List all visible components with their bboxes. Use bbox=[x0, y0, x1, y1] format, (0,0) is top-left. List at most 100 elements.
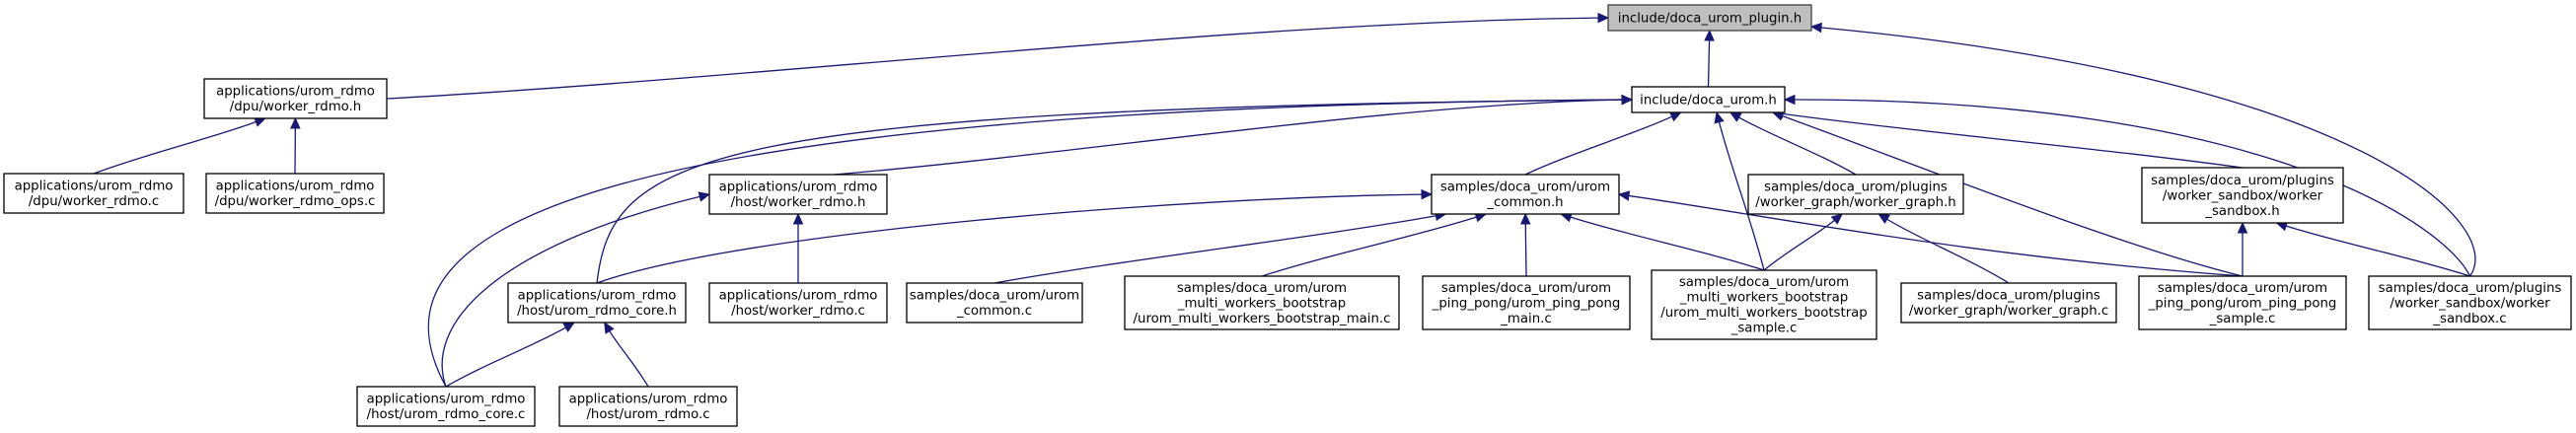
arrowhead-icon bbox=[2237, 221, 2248, 234]
graph-node-worker-sandbox-c[interactable]: samples/doca_urom/plugins/worker_sandbox… bbox=[2368, 275, 2572, 330]
arrowhead-icon bbox=[604, 321, 615, 334]
edge-line bbox=[93, 120, 258, 175]
node-label-line: samples/doca_urom/urom bbox=[1177, 281, 1347, 296]
node-box bbox=[1124, 275, 1400, 330]
graph-node-dpu-worker-ops-c[interactable]: applications/urom_rdmo/dpu/worker_rdmo_o… bbox=[205, 173, 385, 214]
graph-node-dpu-worker-c[interactable]: applications/urom_rdmo/dpu/worker_rdmo.c bbox=[3, 173, 184, 214]
arrowhead-icon bbox=[1668, 111, 1682, 122]
dependency-edge-worker_graph_h-to-doca_urom_h bbox=[1729, 111, 1857, 176]
dependency-edge-host_core_h-to-urom_common_h bbox=[596, 188, 1434, 284]
dependency-edge-worker_sandbox_c-to-worker_sandbox_h bbox=[2275, 221, 2470, 277]
node-label-line: samples/doca_urom/plugins bbox=[2379, 281, 2562, 296]
node-label-line: /worker_graph/worker_graph.c bbox=[1909, 304, 2108, 319]
edge-line bbox=[1781, 112, 2244, 169]
dependency-edge-pp_sample_c-to-urom_common_h bbox=[1617, 190, 2244, 277]
node-label-line: applications/urom_rdmo bbox=[569, 393, 728, 407]
node-box bbox=[1431, 174, 1620, 215]
node-label-line: _sandbox.h bbox=[2204, 204, 2279, 219]
node-box bbox=[203, 78, 388, 119]
graph-node-mwb-main-c[interactable]: samples/doca_urom/urom_multi_workers_boo… bbox=[1124, 275, 1400, 330]
dependency-edge-pp_sample_c-to-worker_sandbox_h bbox=[2237, 221, 2248, 276]
node-label-line: samples/doca_urom/plugins bbox=[1764, 180, 1948, 195]
arrowhead-icon bbox=[290, 116, 301, 129]
graph-node-host-rdmo-c[interactable]: applications/urom_rdmo/host/urom_rdmo.c bbox=[558, 386, 738, 427]
arrowhead-icon bbox=[562, 322, 576, 332]
dependency-edge-mwb_sample_c-to-urom_common_h bbox=[1560, 212, 1765, 271]
graph-node-pp-main-c[interactable]: samples/doca_urom/urom_ping_pong/urom_pi… bbox=[1422, 275, 1631, 330]
node-label-line: samples/doca_urom/urom bbox=[2158, 281, 2327, 296]
graph-node-urom-common-h[interactable]: samples/doca_urom/urom_common.h bbox=[1431, 174, 1620, 215]
graph-node-pp-sample-c[interactable]: samples/doca_urom/urom_ping_pong/urom_pi… bbox=[2138, 275, 2347, 330]
node-label-line: /worker_sandbox/worker bbox=[2390, 296, 2550, 311]
graph-node-host-worker-c[interactable]: applications/urom_rdmo/host/worker_rdmo.… bbox=[708, 282, 888, 324]
graph-node-worker-graph-c[interactable]: samples/doca_urom/plugins/worker_graph/w… bbox=[1900, 282, 2117, 324]
graph-node-dpu-worker-h[interactable]: applications/urom_rdmo/dpu/worker_rdmo.h bbox=[203, 78, 388, 119]
node-label-line: /host/urom_rdmo_core.c bbox=[367, 407, 526, 422]
edge-line bbox=[1261, 216, 1478, 277]
node-box bbox=[356, 386, 536, 427]
dependency-edge-host_core_c-to-host_worker_h bbox=[441, 191, 711, 388]
node-label-line: applications/urom_rdmo bbox=[367, 393, 526, 407]
node-label-line: /host/urom_rdmo.c bbox=[586, 407, 709, 422]
edge-line bbox=[1718, 120, 1765, 271]
node-label-line: _sandbox.c bbox=[2432, 312, 2506, 326]
graph-node-host-core-h[interactable]: applications/urom_rdmo/host/urom_rdmo_co… bbox=[507, 282, 687, 324]
dependency-edge-urom_common_h-to-doca_urom_h bbox=[1524, 111, 1682, 176]
dependency-edge-doca_urom_h-to-plugin_h bbox=[1704, 29, 1715, 88]
graph-node-host-worker-h[interactable]: applications/urom_rdmo/host/worker_rdmo.… bbox=[708, 174, 888, 215]
nodes-layer: include/doca_urom_plugin.h applications/u… bbox=[3, 4, 2572, 427]
node-box bbox=[1631, 86, 1786, 113]
node-label-line: applications/urom_rdmo bbox=[15, 180, 174, 194]
node-label-line: samples/doca_urom/urom bbox=[1679, 275, 1849, 290]
edge-line bbox=[1819, 27, 2476, 277]
node-box bbox=[1900, 282, 2117, 324]
arrowhead-icon bbox=[1704, 29, 1715, 41]
node-box bbox=[205, 173, 385, 214]
node-label-line: /dpu/worker_rdmo_ops.c bbox=[215, 194, 376, 209]
node-label-line: _ping_pong/urom_ping_pong bbox=[1432, 296, 1621, 311]
graph-node-worker-graph-h[interactable]: samples/doca_urom/plugins/worker_graph/w… bbox=[1747, 174, 1964, 215]
edge-line bbox=[1737, 115, 1857, 176]
node-label-line: include/doca_urom_plugin.h bbox=[1618, 11, 1802, 26]
dependency-edge-mwb_main_c-to-urom_common_h bbox=[1261, 212, 1488, 277]
edge-line bbox=[596, 99, 1624, 284]
edge-line bbox=[1763, 219, 1836, 271]
dependency-edge-dpu_worker_c-to-dpu_worker_h bbox=[93, 116, 266, 175]
node-label-line: samples/doca_urom/plugins bbox=[1917, 289, 2100, 304]
graph-node-doca-urom-h[interactable]: include/doca_urom.h bbox=[1631, 86, 1786, 113]
node-label-line: /host/urom_rdmo_core.h bbox=[517, 304, 677, 319]
dependency-edge-pp_main_c-to-urom_common_h bbox=[1519, 212, 1531, 277]
node-label-line: /urom_multi_workers_bootstrap bbox=[1660, 306, 1868, 321]
edge-line bbox=[1524, 115, 1673, 176]
edge-line bbox=[1707, 38, 1711, 88]
dependency-edge-urom_common_c-to-urom_common_h bbox=[994, 210, 1447, 284]
dependency-edge-host_rdmo_c-to-host_core_h bbox=[604, 321, 649, 388]
graph-node-worker-sandbox-h[interactable]: samples/doca_urom/plugins/worker_sandbox… bbox=[2141, 167, 2344, 224]
node-label-line: _sample.c bbox=[2209, 312, 2276, 326]
node-box bbox=[2141, 167, 2344, 224]
arrowhead-icon bbox=[1830, 213, 1843, 225]
edge-line bbox=[596, 193, 1424, 284]
node-label-line: applications/urom_rdmo bbox=[518, 289, 677, 304]
node-label-line: applications/urom_rdmo bbox=[719, 180, 878, 195]
node-label-line: samples/doca_urom/urom bbox=[1440, 180, 1610, 195]
arrowhead-icon bbox=[1421, 188, 1434, 200]
arrowhead-icon bbox=[1519, 212, 1531, 225]
node-label-line: samples/doca_urom/urom bbox=[910, 289, 1079, 304]
arrowhead-icon bbox=[1729, 111, 1742, 122]
node-box bbox=[708, 282, 888, 324]
graph-node-urom-common-c[interactable]: samples/doca_urom/urom_common.c bbox=[906, 282, 1083, 324]
node-label-line: _main.c bbox=[1500, 312, 1551, 326]
dependency-edge-worker_sandbox_c-to-plugin_h bbox=[1809, 22, 2476, 277]
node-label-line: _common.c bbox=[956, 304, 1032, 319]
edge-line bbox=[386, 17, 1600, 100]
edge-line bbox=[994, 214, 1437, 284]
arrowhead-icon bbox=[1597, 12, 1610, 24]
graph-node-mwb-sample-c[interactable]: samples/doca_urom/urom_multi_workers_boo… bbox=[1651, 269, 1877, 340]
dependency-edge-host_core_c-to-doca_urom_h bbox=[427, 94, 1634, 388]
edge-line bbox=[441, 195, 701, 388]
graph-node-host-core-c[interactable]: applications/urom_rdmo/host/urom_rdmo_co… bbox=[356, 386, 536, 427]
graph-node-plugin-h[interactable]: include/doca_urom_plugin.h bbox=[1607, 4, 1812, 32]
node-label-line: /worker_sandbox/worker bbox=[2163, 188, 2323, 203]
arrowhead-icon bbox=[1621, 94, 1634, 106]
